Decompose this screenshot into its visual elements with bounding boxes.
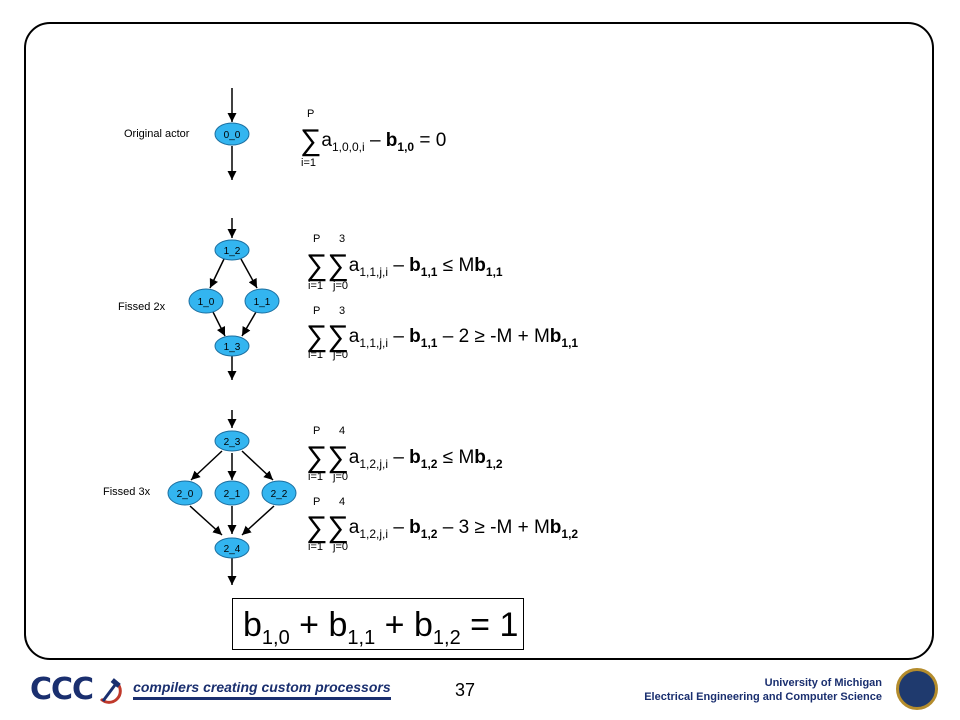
node-2-2 xyxy=(261,480,297,506)
eq5-upper-limit: 4 xyxy=(339,496,346,508)
eq5-upper-limit: P xyxy=(313,496,321,508)
node-label: 2_0 xyxy=(177,489,194,500)
eq2-upper-limit: 3 xyxy=(339,233,346,245)
department-line: Electrical Engineering and Computer Scie… xyxy=(644,691,882,703)
page-number: 37 xyxy=(455,680,476,700)
equation-fissed3-upper: ∑∑a1,2,j,i – b1,2 ≤ Mb1,2 xyxy=(306,441,503,474)
node-label: 1_1 xyxy=(254,297,271,308)
node-0-0 xyxy=(214,122,250,146)
hammer-sickle-icon xyxy=(100,677,122,704)
node-label: 1_0 xyxy=(198,297,215,308)
node-2-1 xyxy=(214,480,250,506)
node-label: 2_3 xyxy=(224,437,241,448)
node-label: 2_2 xyxy=(271,489,288,500)
node-1-0 xyxy=(188,288,224,314)
slide-footer: CCC compilers creating custom processors… xyxy=(0,662,960,720)
eq2-upper-limit: P xyxy=(313,233,321,245)
original-actor-label: Original actor xyxy=(124,128,190,140)
node-label: 1_2 xyxy=(224,246,241,257)
equation-original: ∑a1,0,0,i – b1,0 = 0 xyxy=(300,124,447,157)
node-2-3 xyxy=(214,430,250,452)
tagline: compilers creating custom processors xyxy=(133,679,391,700)
ccc-logo: CCC compilers creating custom processors xyxy=(30,672,391,707)
equation-fissed3-lower: ∑∑a1,2,j,i – b1,2 – 3 ≥ -M + Mb1,2 xyxy=(306,511,579,544)
eq5-lower-limit: j=0 xyxy=(333,541,348,553)
eq3-lower-limit: i=1 xyxy=(308,349,323,361)
node-label: 0_0 xyxy=(224,130,241,141)
node-2-4 xyxy=(214,537,250,559)
eq2-lower-limit: i=1 xyxy=(308,280,323,292)
fissed-2x-label: Fissed 2x xyxy=(118,301,166,313)
eq2-lower-limit: j=0 xyxy=(333,280,348,292)
eq5-lower-limit: i=1 xyxy=(308,541,323,553)
node-label: 2_1 xyxy=(224,489,241,500)
fissed-3x-label: Fissed 3x xyxy=(103,486,151,498)
node-label: 2_4 xyxy=(224,544,241,555)
ccc-logo-text: CCC xyxy=(30,672,94,707)
equation-fissed2-upper: ∑∑a1,1,j,i – b1,1 ≤ Mb1,1 xyxy=(306,249,503,282)
node-1-2 xyxy=(214,239,250,261)
eq3-upper-limit: P xyxy=(313,305,321,317)
eq4-upper-limit: 4 xyxy=(339,425,346,437)
node-label: 1_3 xyxy=(224,342,241,353)
equation-fissed2-lower: ∑∑a1,1,j,i – b1,1 – 2 ≥ -M + Mb1,1 xyxy=(306,320,579,353)
eq1-upper-limit: P xyxy=(307,108,315,120)
university-name: University of Michigan Electrical Engine… xyxy=(644,676,882,704)
eq3-lower-limit: j=0 xyxy=(333,349,348,361)
university-seal-icon xyxy=(896,668,938,710)
eq4-upper-limit: P xyxy=(313,425,321,437)
node-1-1 xyxy=(244,288,280,314)
eq4-lower-limit: i=1 xyxy=(308,471,323,483)
eq4-lower-limit: j=0 xyxy=(333,471,348,483)
university-line: University of Michigan xyxy=(764,677,882,689)
eq3-upper-limit: 3 xyxy=(339,305,346,317)
node-2-0 xyxy=(167,480,203,506)
total-constraint-box: b1,0 + b1,1 + b1,2 = 1 xyxy=(232,598,524,650)
slide-frame xyxy=(24,22,934,660)
node-1-3 xyxy=(214,335,250,357)
eq1-lower-limit: i=1 xyxy=(301,157,316,169)
